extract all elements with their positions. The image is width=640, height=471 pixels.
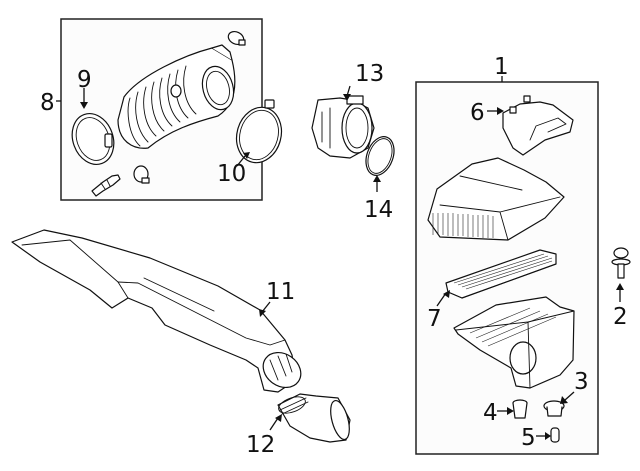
part-9-hose-clamp[interactable] [65,108,120,171]
part-13-mass-airflow-housing[interactable] [311,95,375,159]
arrow-13 [343,94,351,101]
arrow-2 [616,283,624,290]
part-4-bushing[interactable] [512,399,528,419]
part-2-push-clip[interactable] [611,247,631,279]
arrow-9 [80,102,88,109]
callout-2[interactable]: 2 [613,304,628,330]
leader-10 [236,155,246,167]
arrow-14 [373,175,381,182]
callout-8[interactable]: 8 [40,90,55,116]
arrow-5 [545,432,551,440]
leader-12 [269,417,279,431]
callout-5[interactable]: 5 [521,425,536,451]
arrow-10 [243,152,250,159]
part-3-grommet[interactable] [543,400,565,417]
callout-6[interactable]: 6 [470,100,485,126]
callout-1[interactable]: 1 [494,54,509,80]
part-sensor[interactable] [91,174,121,197]
callout-12[interactable]: 12 [246,432,275,458]
part-air-cleaner-housing[interactable] [453,296,575,389]
leader-3 [564,391,575,401]
callout-7[interactable]: 7 [427,306,442,332]
arrow-11 [259,309,266,317]
part-small-clamp-top[interactable] [226,29,246,47]
leader-7 [436,292,447,307]
callout-4[interactable]: 4 [483,400,498,426]
part-11-air-intake-duct[interactable] [11,229,308,395]
part-12-elbow-connector[interactable] [276,393,352,443]
callout-14[interactable]: 14 [364,197,393,223]
arrow-3 [560,396,568,404]
part-10-hose-clamp[interactable] [231,99,288,168]
part-intake-hose[interactable] [117,44,238,149]
callout-9[interactable]: 9 [77,67,92,93]
arrow-6 [497,107,504,115]
part-air-cleaner-cover[interactable] [427,157,565,241]
part-6-inlet-duct[interactable] [502,95,574,156]
callout-11[interactable]: 11 [266,279,295,305]
arrow-4 [507,407,514,415]
part-small-clamp-bottom[interactable] [133,165,150,184]
callout-3[interactable]: 3 [574,369,589,395]
callout-13[interactable]: 13 [355,61,384,87]
part-5-plug[interactable] [550,427,560,443]
arrow-7 [443,290,450,298]
callout-10[interactable]: 10 [217,161,246,187]
arrow-12 [275,414,282,422]
